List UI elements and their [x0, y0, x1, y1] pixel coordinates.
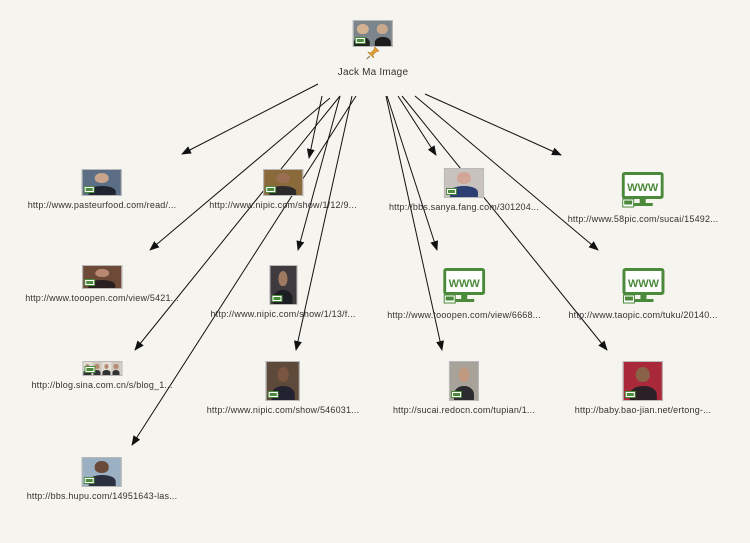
child-node[interactable]: http://bbs.sanya.fang.com/301204... — [389, 168, 539, 212]
node-url-label: http://baby.bao-jian.net/ertong-... — [574, 405, 712, 415]
image-thumbnail[interactable] — [265, 361, 300, 401]
child-node[interactable]: WWW http://www.58pic.com/sucai/15492... — [568, 172, 719, 224]
child-node[interactable]: http://blog.sina.com.cn/s/blog_1... — [31, 361, 172, 390]
edge-arrow — [397, 95, 437, 156]
root-image-thumbnail[interactable] — [353, 20, 393, 47]
edge-arrow — [296, 95, 341, 251]
node-url-label: http://www.tooopen.com/view/6668... — [387, 310, 541, 320]
web-page-icon — [624, 391, 636, 398]
node-url-label: http://www.nipic.com/show/546031... — [206, 405, 360, 415]
image-thumbnail[interactable] — [81, 457, 122, 487]
node-url-label: http://www.tooopen.com/view/5421... — [25, 293, 179, 303]
child-node[interactable]: http://www.nipic.com/show/1/12/9... — [209, 169, 357, 210]
web-page-icon — [264, 186, 276, 193]
child-node[interactable]: http://www.nipic.com/show/546031... — [207, 361, 360, 415]
node-url-label: http://www.nipic.com/show/1/12/9... — [209, 200, 357, 210]
image-thumbnail[interactable] — [448, 361, 479, 401]
edge-arrow — [294, 95, 353, 351]
node-url-label: http://bbs.sanya.fang.com/301204... — [388, 202, 540, 212]
node-url-label: http://bbs.hupu.com/14951643-las... — [26, 491, 178, 501]
image-thumbnail[interactable] — [443, 168, 484, 198]
web-page-icon — [271, 295, 282, 302]
child-node[interactable]: http://bbs.hupu.com/14951643-las... — [27, 457, 178, 501]
child-node[interactable]: http://www.pasteurfood.com/read/... — [28, 169, 177, 210]
web-page-icon — [445, 188, 457, 195]
edge-arrow — [401, 95, 608, 351]
child-node[interactable]: http://www.tooopen.com/view/5421... — [25, 265, 179, 303]
web-page-icon — [83, 366, 95, 373]
node-url-label: http://www.pasteurfood.com/read/... — [27, 200, 177, 210]
www-monitor-icon[interactable]: WWW — [443, 268, 485, 306]
edge-arrow — [181, 83, 319, 155]
root-node[interactable]: Jack Ma Image — [338, 20, 408, 78]
web-page-icon — [84, 279, 95, 286]
svg-text:WWW: WWW — [627, 278, 659, 290]
child-node[interactable]: http://sucai.redocn.com/tupian/1... — [393, 361, 535, 415]
www-monitor-icon[interactable]: WWW — [621, 172, 664, 210]
edge-arrow — [385, 95, 444, 351]
child-node[interactable]: http://baby.bao-jian.net/ertong-... — [575, 361, 711, 415]
web-page-icon — [83, 477, 95, 484]
node-url-label: http://www.taopic.com/tuku/20140... — [568, 310, 718, 320]
edge-arrow — [131, 95, 357, 446]
web-page-icon — [83, 186, 95, 193]
web-page-icon — [450, 391, 462, 398]
svg-text:WWW: WWW — [627, 182, 659, 194]
edge-arrow — [414, 95, 599, 251]
web-page-icon — [355, 37, 366, 44]
pushpin-icon[interactable] — [366, 46, 380, 60]
image-thumbnail[interactable] — [81, 361, 122, 376]
image-thumbnail[interactable] — [82, 265, 122, 289]
child-node[interactable]: http://www.nipic.com/show/1/13/f... — [210, 265, 355, 319]
edge-arrow — [149, 97, 331, 251]
image-thumbnail[interactable] — [269, 265, 297, 305]
image-thumbnail[interactable] — [81, 169, 122, 196]
node-url-label: http://blog.sina.com.cn/s/blog_1... — [31, 380, 173, 390]
edge-arrow — [134, 95, 341, 351]
node-url-label: http://www.58pic.com/sucai/15492... — [567, 214, 719, 224]
edges-layer — [131, 83, 608, 446]
child-node[interactable]: WWW http://www.taopic.com/tuku/20140... — [568, 268, 717, 320]
node-url-label: http://sucai.redocn.com/tupian/1... — [392, 405, 536, 415]
root-label: Jack Ma Image — [337, 67, 409, 78]
www-monitor-icon[interactable]: WWW — [621, 268, 664, 306]
edge-arrow — [386, 95, 439, 251]
node-url-label: http://www.nipic.com/show/1/13/f... — [210, 309, 356, 319]
image-thumbnail[interactable] — [622, 361, 663, 401]
svg-text:WWW: WWW — [448, 278, 480, 290]
edge-arrow — [424, 93, 562, 156]
child-node[interactable]: WWW http://www.tooopen.com/view/6668... — [387, 268, 541, 320]
web-page-icon — [267, 391, 279, 398]
image-thumbnail[interactable] — [262, 169, 303, 196]
